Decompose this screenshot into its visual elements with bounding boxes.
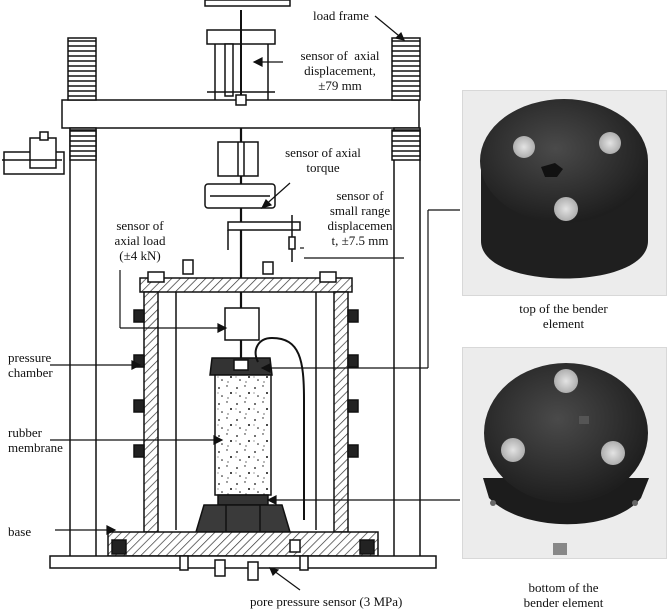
bottom-bender-disc-image: [463, 348, 666, 558]
label-rubber-membrane: rubber membrane: [8, 425, 63, 455]
photo-top-bender-element: [462, 90, 667, 296]
label-sensor-axial-load: sensor of axial load (±4 kN): [114, 218, 166, 263]
label-sensor-small-range-displacement: sensor of small range displacemen t, ±7.…: [327, 188, 393, 248]
label-sensor-axial-displacement: sensor of axial displacement, ±79 mm: [300, 48, 380, 93]
label-pressure-chamber: pressure chamber: [8, 350, 53, 380]
label-sensor-axial-torque: sensor of axial torque: [285, 145, 361, 175]
label-top-of-bender-element: top of the bender element: [519, 301, 608, 331]
label-bottom-of-bender-element: bottom of the bender element: [523, 580, 604, 610]
label-base: base: [8, 524, 32, 539]
top-bender-disc-image: [463, 91, 666, 295]
photo-bottom-bender-element: [462, 347, 667, 559]
label-load-frame: load frame: [313, 8, 369, 23]
label-pore-pressure-sensor: pore pressure sensor (3 MPa): [250, 594, 403, 609]
